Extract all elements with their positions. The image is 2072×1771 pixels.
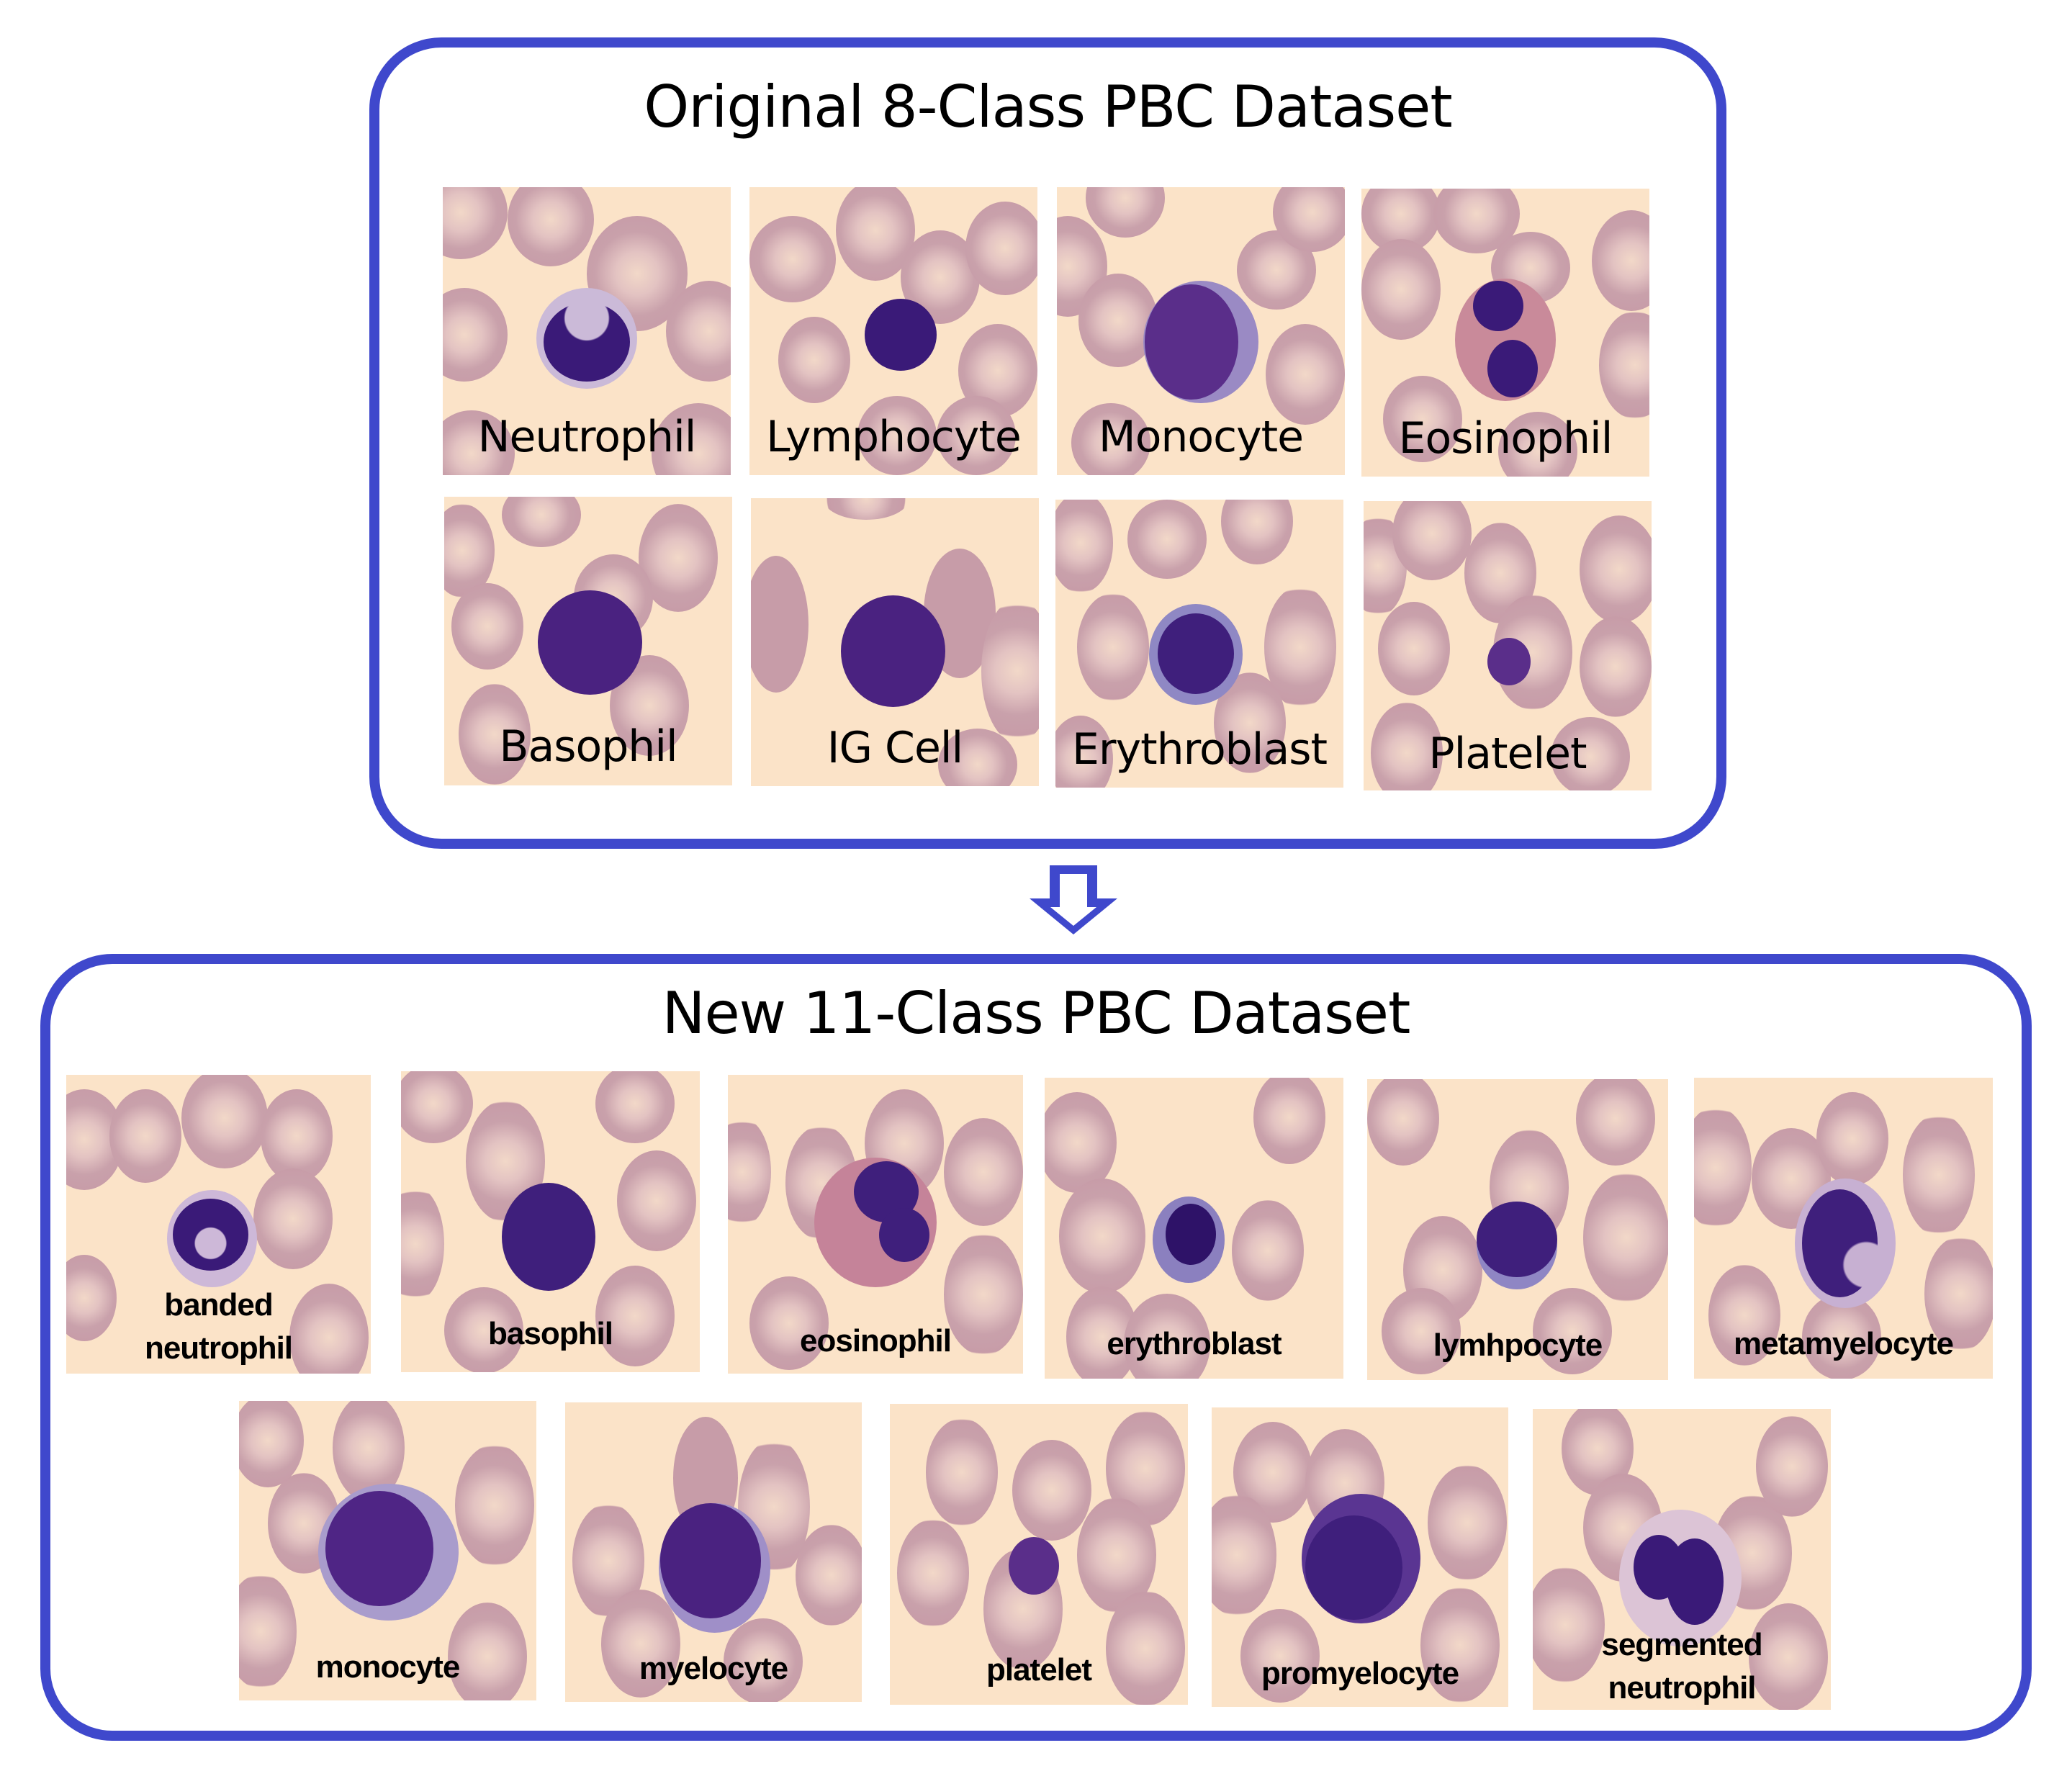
- tile-platelet: Platelet: [1364, 501, 1652, 790]
- tile-metamyelocyte: metamyelocyte: [1694, 1078, 1993, 1379]
- label-basophil: Basophil: [499, 721, 677, 772]
- label-eosinophil: Eosinophil: [1398, 413, 1613, 464]
- label-promyelocyte: promyelocyte: [1261, 1656, 1459, 1691]
- tile-monocyte: Monocyte: [1057, 187, 1345, 475]
- new-panel-title: New 11-Class PBC Dataset: [662, 980, 1411, 1047]
- tile-basophil-new: basophil: [401, 1071, 700, 1372]
- tile-platelet-new: platelet: [890, 1404, 1188, 1705]
- label-monocyte-new: monocyte: [315, 1649, 461, 1685]
- label-ig-cell: IG Cell: [826, 723, 963, 773]
- tile-segmented-neutrophil: segmented neutrophil: [1533, 1409, 1831, 1710]
- label-platelet-new: platelet: [986, 1652, 1092, 1687]
- tile-banded-neutrophil: banded neutrophil: [66, 1075, 371, 1374]
- tile-promyelocyte: promyelocyte: [1212, 1407, 1508, 1707]
- label-platelet: Platelet: [1428, 729, 1587, 779]
- tile-monocyte-new: monocyte: [239, 1401, 536, 1700]
- tile-lymhpocyte: lymhpocyte: [1367, 1079, 1668, 1380]
- label-segmented-neutrophil: segmented neutrophil: [1601, 1627, 1762, 1705]
- label-neutrophil: Neutrophil: [477, 412, 697, 462]
- label-lymhpocyte: lymhpocyte: [1433, 1328, 1603, 1363]
- tile-neutrophil: Neutrophil: [443, 187, 731, 475]
- tile-erythroblast-new: erythroblast: [1045, 1078, 1343, 1379]
- tile-ig-cell: IG Cell: [751, 498, 1039, 786]
- label-eosinophil-new: eosinophil: [800, 1323, 952, 1358]
- tile-basophil: Basophil: [444, 497, 732, 785]
- tile-eosinophil: Eosinophil: [1361, 189, 1649, 477]
- label-erythroblast-new: erythroblast: [1107, 1326, 1282, 1361]
- original-panel-title: Original 8-Class PBC Dataset: [644, 73, 1452, 140]
- down-arrow-icon: [1030, 865, 1117, 934]
- label-banded-neutrophil: banded neutrophil: [144, 1287, 293, 1366]
- label-metamyelocyte: metamyelocyte: [1734, 1326, 1954, 1361]
- label-monocyte: Monocyte: [1098, 412, 1304, 462]
- tile-eosinophil-new: eosinophil: [728, 1075, 1023, 1374]
- tile-erythroblast: Erythroblast: [1055, 500, 1343, 788]
- tile-myelocyte: myelocyte: [565, 1402, 862, 1702]
- label-myelocyte: myelocyte: [639, 1651, 788, 1686]
- label-erythroblast: Erythroblast: [1071, 724, 1328, 775]
- label-lymphocyte: Lymphocyte: [766, 412, 1022, 462]
- tile-lymphocyte: Lymphocyte: [749, 187, 1037, 475]
- label-basophil-new: basophil: [488, 1316, 613, 1351]
